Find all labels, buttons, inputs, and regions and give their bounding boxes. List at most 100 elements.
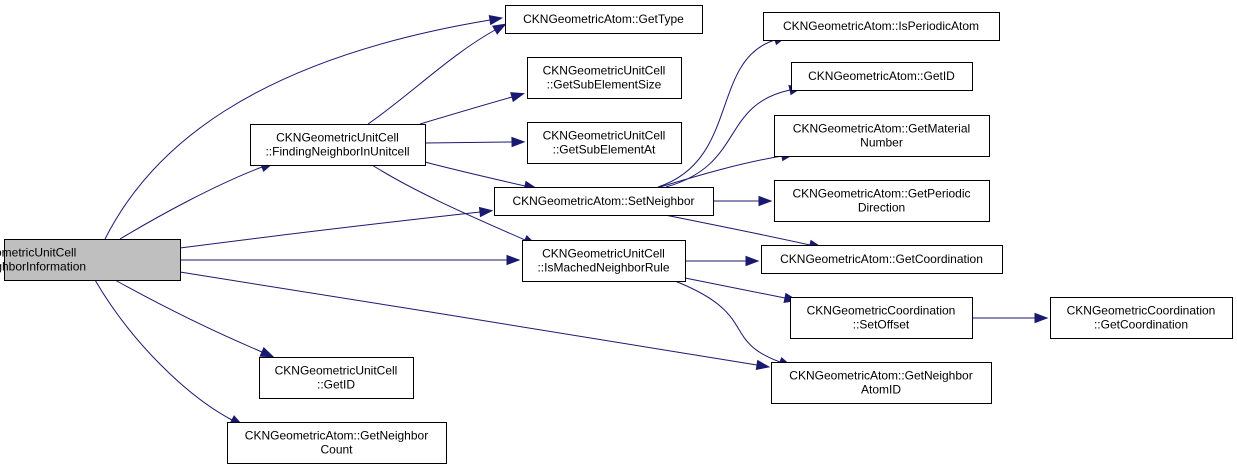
- edge-line: [419, 96, 513, 125]
- node-label-line: ::SetOffset: [853, 318, 910, 332]
- node-atom-getid[interactable]: CKNGeometricAtom::GetID: [791, 62, 973, 91]
- node-box[interactable]: [522, 240, 686, 282]
- edge-ismached-to-atom_getcoord: [685, 255, 760, 267]
- node-uc-getid[interactable]: CKNGeometricUnitCell::GetID: [259, 357, 414, 399]
- edge-ismached-to-getneighboratomid: [674, 280, 793, 367]
- arrowhead-icon: [259, 347, 275, 358]
- node-label-line: ::BuildNeighborInformation: [0, 260, 86, 274]
- node-box[interactable]: [761, 245, 1003, 274]
- node-label-line: Count: [320, 443, 353, 457]
- node-ismached[interactable]: CKNGeometricUnitCell::IsMachedNeighborRu…: [522, 240, 686, 282]
- node-root[interactable]: CKNGeometricUnitCell::BuildNeighborInfor…: [0, 239, 181, 281]
- node-box[interactable]: [227, 422, 447, 464]
- node-box[interactable]: [1050, 297, 1233, 339]
- node-box[interactable]: [527, 57, 682, 99]
- arrowhead-icon: [755, 359, 771, 371]
- node-label-line: CKNGeometricAtom::IsPeriodicAtom: [783, 19, 979, 33]
- node-getsubelementat[interactable]: CKNGeometricUnitCell::GetSubElementAt: [527, 122, 682, 164]
- edge-line: [104, 19, 491, 240]
- node-gettype[interactable]: CKNGeometricAtom::GetType: [505, 5, 703, 34]
- edge-line: [664, 214, 811, 246]
- node-coord-getcoord[interactable]: CKNGeometricCoordination::GetCoordinatio…: [1050, 297, 1233, 339]
- node-label-line: CKNGeometricAtom::GetNeighbor: [245, 429, 428, 443]
- arrowhead-icon: [1034, 312, 1049, 324]
- node-setoffset[interactable]: CKNGeometricCoordination::SetOffset: [790, 297, 973, 339]
- node-box[interactable]: [771, 362, 992, 404]
- node-getsubelementsize[interactable]: CKNGeometricUnitCell::GetSubElementSize: [527, 57, 682, 99]
- node-label-line: CKNGeometricAtom::SetNeighbor: [512, 194, 694, 208]
- node-box[interactable]: [791, 62, 973, 91]
- edge-line: [119, 166, 263, 240]
- node-label-line: CKNGeometricCoordination: [1067, 304, 1216, 318]
- arrowhead-icon: [758, 195, 773, 207]
- edge-line: [114, 279, 263, 353]
- edge-ismached-to-setoffset: [684, 277, 799, 304]
- node-box[interactable]: [527, 122, 682, 164]
- node-label-line: CKNGeometricAtom::GetPeriodic: [792, 187, 970, 201]
- edge-root-to-gettype: [104, 14, 504, 240]
- node-label-line: Direction: [858, 201, 905, 215]
- arrowhead-icon: [488, 14, 504, 26]
- edge-line: [367, 29, 496, 125]
- edge-root-to-setneighbor: [179, 206, 494, 249]
- edge-setoffset-to-coord_getcoord: [972, 312, 1049, 324]
- node-label-line: ::IsMachedNeighborRule: [537, 261, 669, 275]
- node-setneighbor[interactable]: CKNGeometricAtom::SetNeighbor: [494, 187, 714, 216]
- edge-line: [179, 211, 481, 249]
- edge-root-to-finding: [119, 162, 275, 240]
- node-label-line: CKNGeometricCoordination: [807, 304, 956, 318]
- node-finding[interactable]: CKNGeometricUnitCell::FindingNeighborInU…: [250, 124, 426, 166]
- node-box[interactable]: [250, 124, 426, 166]
- node-label-line: CKNGeometricAtom::GetID: [808, 69, 955, 83]
- edge-line: [94, 279, 233, 421]
- node-label-line: AtomID: [861, 383, 901, 397]
- arrowhead-icon: [506, 254, 521, 266]
- node-box[interactable]: [259, 357, 414, 399]
- node-label-line: CKNGeometricUnitCell: [275, 364, 398, 378]
- node-box[interactable]: [790, 297, 973, 339]
- node-box[interactable]: [763, 12, 1000, 41]
- edge-line: [684, 277, 786, 299]
- edge-finding-to-gettype: [367, 23, 507, 125]
- node-label-line: CKNGeometricUnitCell: [543, 129, 666, 143]
- node-label-line: ::GetCoordination: [1094, 318, 1188, 332]
- edge-root-to-uc_getid: [114, 279, 275, 358]
- edge-setneighbor-to-getperiodicdir: [713, 195, 773, 207]
- edge-line: [659, 155, 783, 188]
- edge-line: [424, 141, 513, 144]
- edge-line: [424, 161, 526, 187]
- node-box[interactable]: [494, 187, 714, 216]
- node-label-line: ::GetSubElementAt: [553, 143, 656, 157]
- node-label-line: CKNGeometricUnitCell: [276, 131, 399, 145]
- node-label-line: Number: [860, 136, 903, 150]
- node-label-line: CKNGeometricUnitCell: [0, 246, 76, 260]
- edge-finding-to-setneighbor: [424, 161, 539, 191]
- node-label-line: CKNGeometricUnitCell: [542, 247, 665, 261]
- node-label-line: CKNGeometricAtom::GetCoordination: [780, 252, 983, 266]
- edge-root-to-getneighborcount: [94, 279, 244, 427]
- edge-finding-to-getsubelementat: [424, 136, 526, 148]
- node-label-line: ::GetSubElementSize: [547, 78, 662, 92]
- edge-finding-to-getsubelementsize: [419, 92, 525, 125]
- node-box[interactable]: [505, 5, 703, 34]
- edge-line: [371, 164, 526, 241]
- node-label-line: CKNGeometricUnitCell: [543, 64, 666, 78]
- node-label-line: ::FindingNeighborInUnitcell: [265, 145, 409, 159]
- edge-line: [179, 271, 758, 366]
- arrowhead-icon: [510, 92, 525, 103]
- edge-line: [665, 89, 791, 188]
- edge-line: [674, 280, 781, 363]
- arrowhead-icon: [478, 206, 494, 218]
- node-box[interactable]: [774, 115, 990, 157]
- node-atom-getcoord[interactable]: CKNGeometricAtom::GetCoordination: [761, 245, 1003, 274]
- node-box[interactable]: [774, 180, 990, 222]
- node-isperiodic[interactable]: CKNGeometricAtom::IsPeriodicAtom: [763, 12, 1000, 41]
- node-box[interactable]: [4, 239, 181, 281]
- node-label-line: CKNGeometricAtom::GetType: [523, 12, 684, 26]
- node-label-line: CKNGeometricAtom::GetMaterial: [793, 122, 970, 136]
